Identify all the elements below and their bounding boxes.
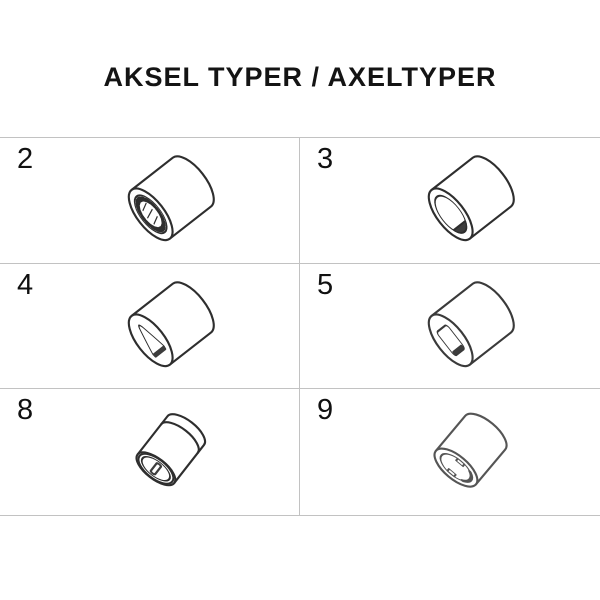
bore-profile-slot <box>137 453 174 485</box>
double-notch-bore-axle-icon <box>433 412 508 488</box>
axle-number: 4 <box>17 268 34 301</box>
splined-bore-axle-icon <box>127 155 215 242</box>
square-bore-axle-icon <box>427 281 515 368</box>
axle-number: 2 <box>17 143 34 175</box>
bore-profile-d <box>434 195 468 235</box>
bore-profile-square <box>436 324 465 357</box>
page-title: AKSEL TYPER / AXELTYPER <box>103 62 497 92</box>
axle-cell-2: 2 <box>0 138 300 264</box>
axle-cell-9: 9 <box>300 389 600 515</box>
axle-number: 5 <box>317 268 334 301</box>
slotted-bore-axle-icon <box>134 413 206 487</box>
axle-number: 8 <box>17 394 34 427</box>
axle-cell-8: 8 <box>0 389 300 515</box>
d-profile-bore-axle-icon <box>427 155 515 242</box>
bore-profile-notched <box>439 453 474 483</box>
axle-number: 9 <box>317 394 334 427</box>
axle-cell-4: 4 <box>0 263 300 390</box>
bore-profile-triangle <box>137 324 166 358</box>
axle-grid: 2 3 <box>0 137 600 516</box>
axle-cell-5: 5 <box>300 264 600 390</box>
axle-number: 3 <box>317 143 334 175</box>
axle-cell-3: 3 <box>300 138 600 264</box>
triangular-bore-axle-icon <box>127 281 215 368</box>
bore-profile-splined <box>133 194 168 235</box>
